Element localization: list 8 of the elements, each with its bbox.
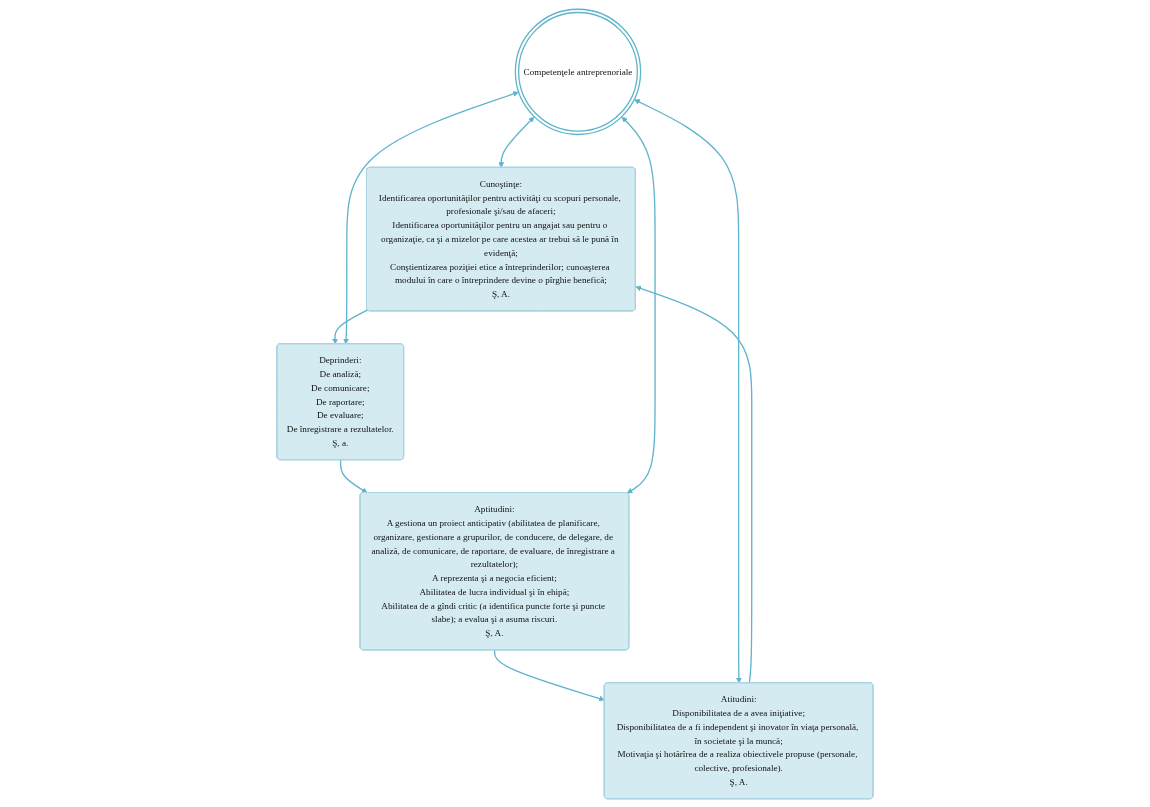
arrow [332, 308, 369, 344]
arrow [498, 116, 535, 168]
arrow [634, 98, 742, 683]
arrow [339, 458, 368, 493]
arrow [621, 116, 656, 493]
arrow [635, 285, 753, 684]
arrow [494, 649, 605, 701]
arrow [343, 90, 519, 344]
